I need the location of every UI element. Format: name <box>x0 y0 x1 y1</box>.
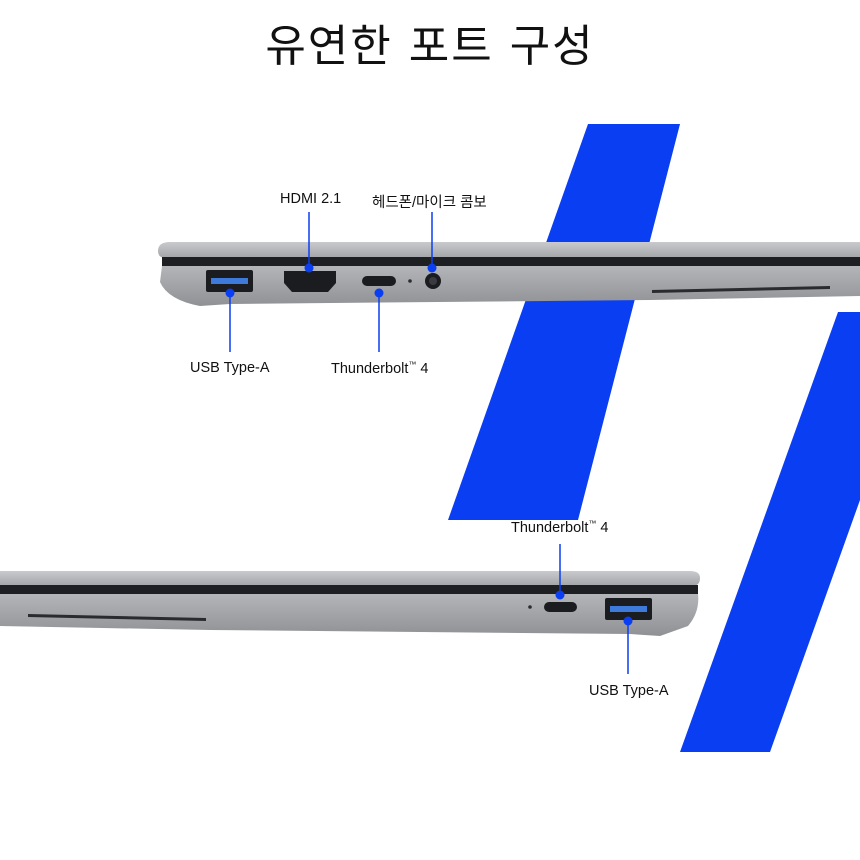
label-text: Thunderbolt <box>511 519 589 536</box>
label-usb-type-a-left: USB Type-A <box>190 360 270 376</box>
label-suffix: 4 <box>596 519 609 536</box>
laptop-lid-lower <box>0 571 700 586</box>
laptop-base-lower <box>0 594 699 636</box>
status-led-icon <box>408 279 412 283</box>
callout-dot-thunderbolt-right <box>555 590 565 600</box>
accent-stripe-lower <box>680 312 860 752</box>
accent-stripe-upper <box>448 124 680 520</box>
vent-slot-upper <box>652 286 830 293</box>
thunderbolt-port-icon <box>544 602 577 612</box>
callout-dot-thunderbolt-left <box>374 288 384 298</box>
label-usb-type-a-right: USB Type-A <box>589 683 669 699</box>
laptop-base-upper <box>160 266 860 306</box>
laptop-left-side <box>158 212 860 352</box>
callout-dot-audio <box>427 263 437 273</box>
callout-dot-usb-a-right <box>623 616 633 626</box>
page-title: 유연한 포트 구성 <box>265 21 595 72</box>
laptop-lid-upper <box>158 242 860 258</box>
label-headphone-mic-combo: 헤드폰/마이크 콤보 <box>372 195 487 211</box>
audio-jack-inner-icon <box>429 277 437 285</box>
label-suffix: 4 <box>416 360 429 377</box>
laptop-right-side <box>0 544 700 674</box>
hdmi-port-icon <box>284 271 336 292</box>
usb-a-port-tongue-icon <box>211 278 248 284</box>
callout-dot-hdmi <box>304 263 314 273</box>
status-led-icon <box>528 605 532 609</box>
callout-dot-usb-a-left <box>225 288 235 298</box>
trademark-mark: ™ <box>588 519 597 528</box>
trademark-mark: ™ <box>408 360 417 369</box>
thunderbolt-port-icon <box>362 276 396 286</box>
usb-a-port-tongue-icon <box>610 606 647 612</box>
label-text: Thunderbolt <box>331 360 409 377</box>
laptop-hinge-gap-upper <box>162 257 860 267</box>
label-hdmi: HDMI 2.1 <box>280 191 342 207</box>
label-thunderbolt-right: Thunderbolt™ 4 <box>511 519 608 536</box>
laptop-hinge-gap-lower <box>0 585 698 595</box>
vent-slot-lower <box>28 614 206 621</box>
label-thunderbolt-left: Thunderbolt™ 4 <box>331 360 428 377</box>
